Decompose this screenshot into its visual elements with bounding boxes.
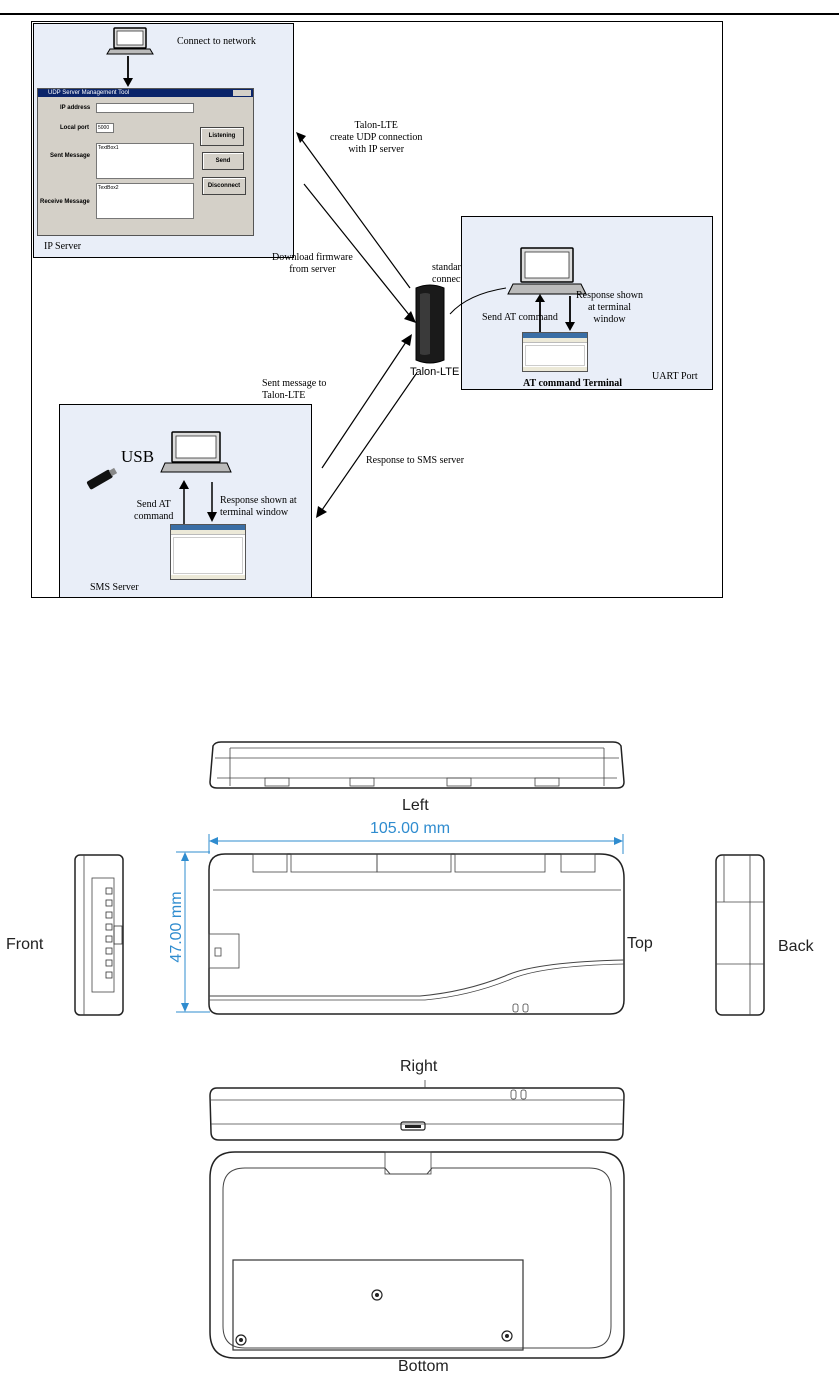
window-controls-icon[interactable]: [233, 90, 251, 96]
usb-dongle-icon: [86, 467, 118, 490]
bottom-view-drawing: [209, 1151, 625, 1359]
create-udp-label: Talon-LTE create UDP connection with IP …: [330, 120, 423, 155]
sms-laptop-icon: [160, 431, 232, 473]
send-button[interactable]: Send: [202, 152, 244, 170]
disconnect-button[interactable]: Disconnect: [202, 177, 246, 195]
left-view-drawing: [209, 741, 625, 789]
talon-lte-device-icon: [415, 284, 445, 364]
listening-button[interactable]: Listening: [200, 127, 244, 146]
sms-server-label: SMS Server: [90, 582, 139, 593]
right-view-label: Right: [400, 1058, 438, 1075]
sms-at-arrows: [179, 480, 217, 524]
front-view-label: Front: [6, 936, 44, 953]
ip-server-laptop-icon: [106, 27, 154, 55]
left-view-label: Left: [402, 797, 429, 814]
back-view-label: Back: [778, 938, 814, 955]
connection-diagram: [31, 21, 723, 598]
udp-tool-title: UDP Server Management Tool: [38, 89, 253, 97]
uart-terminal-window: [522, 332, 588, 372]
ip-address-label: IP address: [60, 105, 91, 111]
sms-response-label: Response shown at terminal window: [220, 495, 297, 518]
sent-message-label: Sent Message: [50, 153, 91, 159]
uart-at-arrows: [535, 294, 575, 332]
front-view-drawing: [74, 854, 124, 1016]
sms-terminal-window: [170, 524, 246, 580]
header-rule: [0, 13, 839, 15]
sms-send-at-label: Send AT command: [134, 499, 174, 522]
bottom-view-label: Bottom: [398, 1358, 449, 1375]
height-dimension-line: [176, 851, 210, 1013]
download-firmware-label: Download firmware from server: [272, 252, 353, 275]
uart-response-label: Response shown at terminal window: [576, 290, 643, 325]
uart-laptop-icon: [507, 247, 587, 295]
receive-message-label: Receive Message: [40, 199, 90, 205]
height-dimension-label: 47.00 mm: [168, 891, 185, 963]
ip-link-arrows: [296, 132, 416, 323]
connect-to-network-label: Connect to network: [177, 36, 256, 47]
top-view-label: Top: [627, 935, 653, 952]
usb-label: USB: [121, 447, 155, 466]
at-terminal-label: AT command Terminal: [523, 378, 623, 389]
width-dimension-line: [208, 834, 624, 854]
sms-link-arrows: [316, 334, 417, 518]
connect-arrow: [123, 56, 133, 87]
sent-message-label: Sent message to Talon-LTE: [262, 378, 327, 401]
uart-send-at-label: Send AT command: [482, 312, 558, 323]
response-sms-label: Response to SMS server: [366, 455, 465, 466]
receive-message-textbox[interactable]: TextBox2: [96, 183, 194, 219]
top-view-drawing: [208, 853, 625, 1015]
ip-server-label: IP Server: [44, 241, 82, 252]
right-view-drawing: [209, 1080, 625, 1141]
serial-cable-icon: [449, 287, 507, 315]
ip-address-input[interactable]: [96, 103, 194, 113]
uart-port-label: UART Port: [652, 371, 698, 382]
width-dimension-label: 105.00 mm: [370, 820, 451, 837]
local-port-label: Local port: [60, 125, 90, 131]
device-label: Talon-LTE: [410, 366, 460, 378]
local-port-input[interactable]: 5000: [96, 123, 114, 133]
back-view-drawing: [715, 854, 765, 1016]
sent-message-textbox[interactable]: TextBox1: [96, 143, 194, 179]
